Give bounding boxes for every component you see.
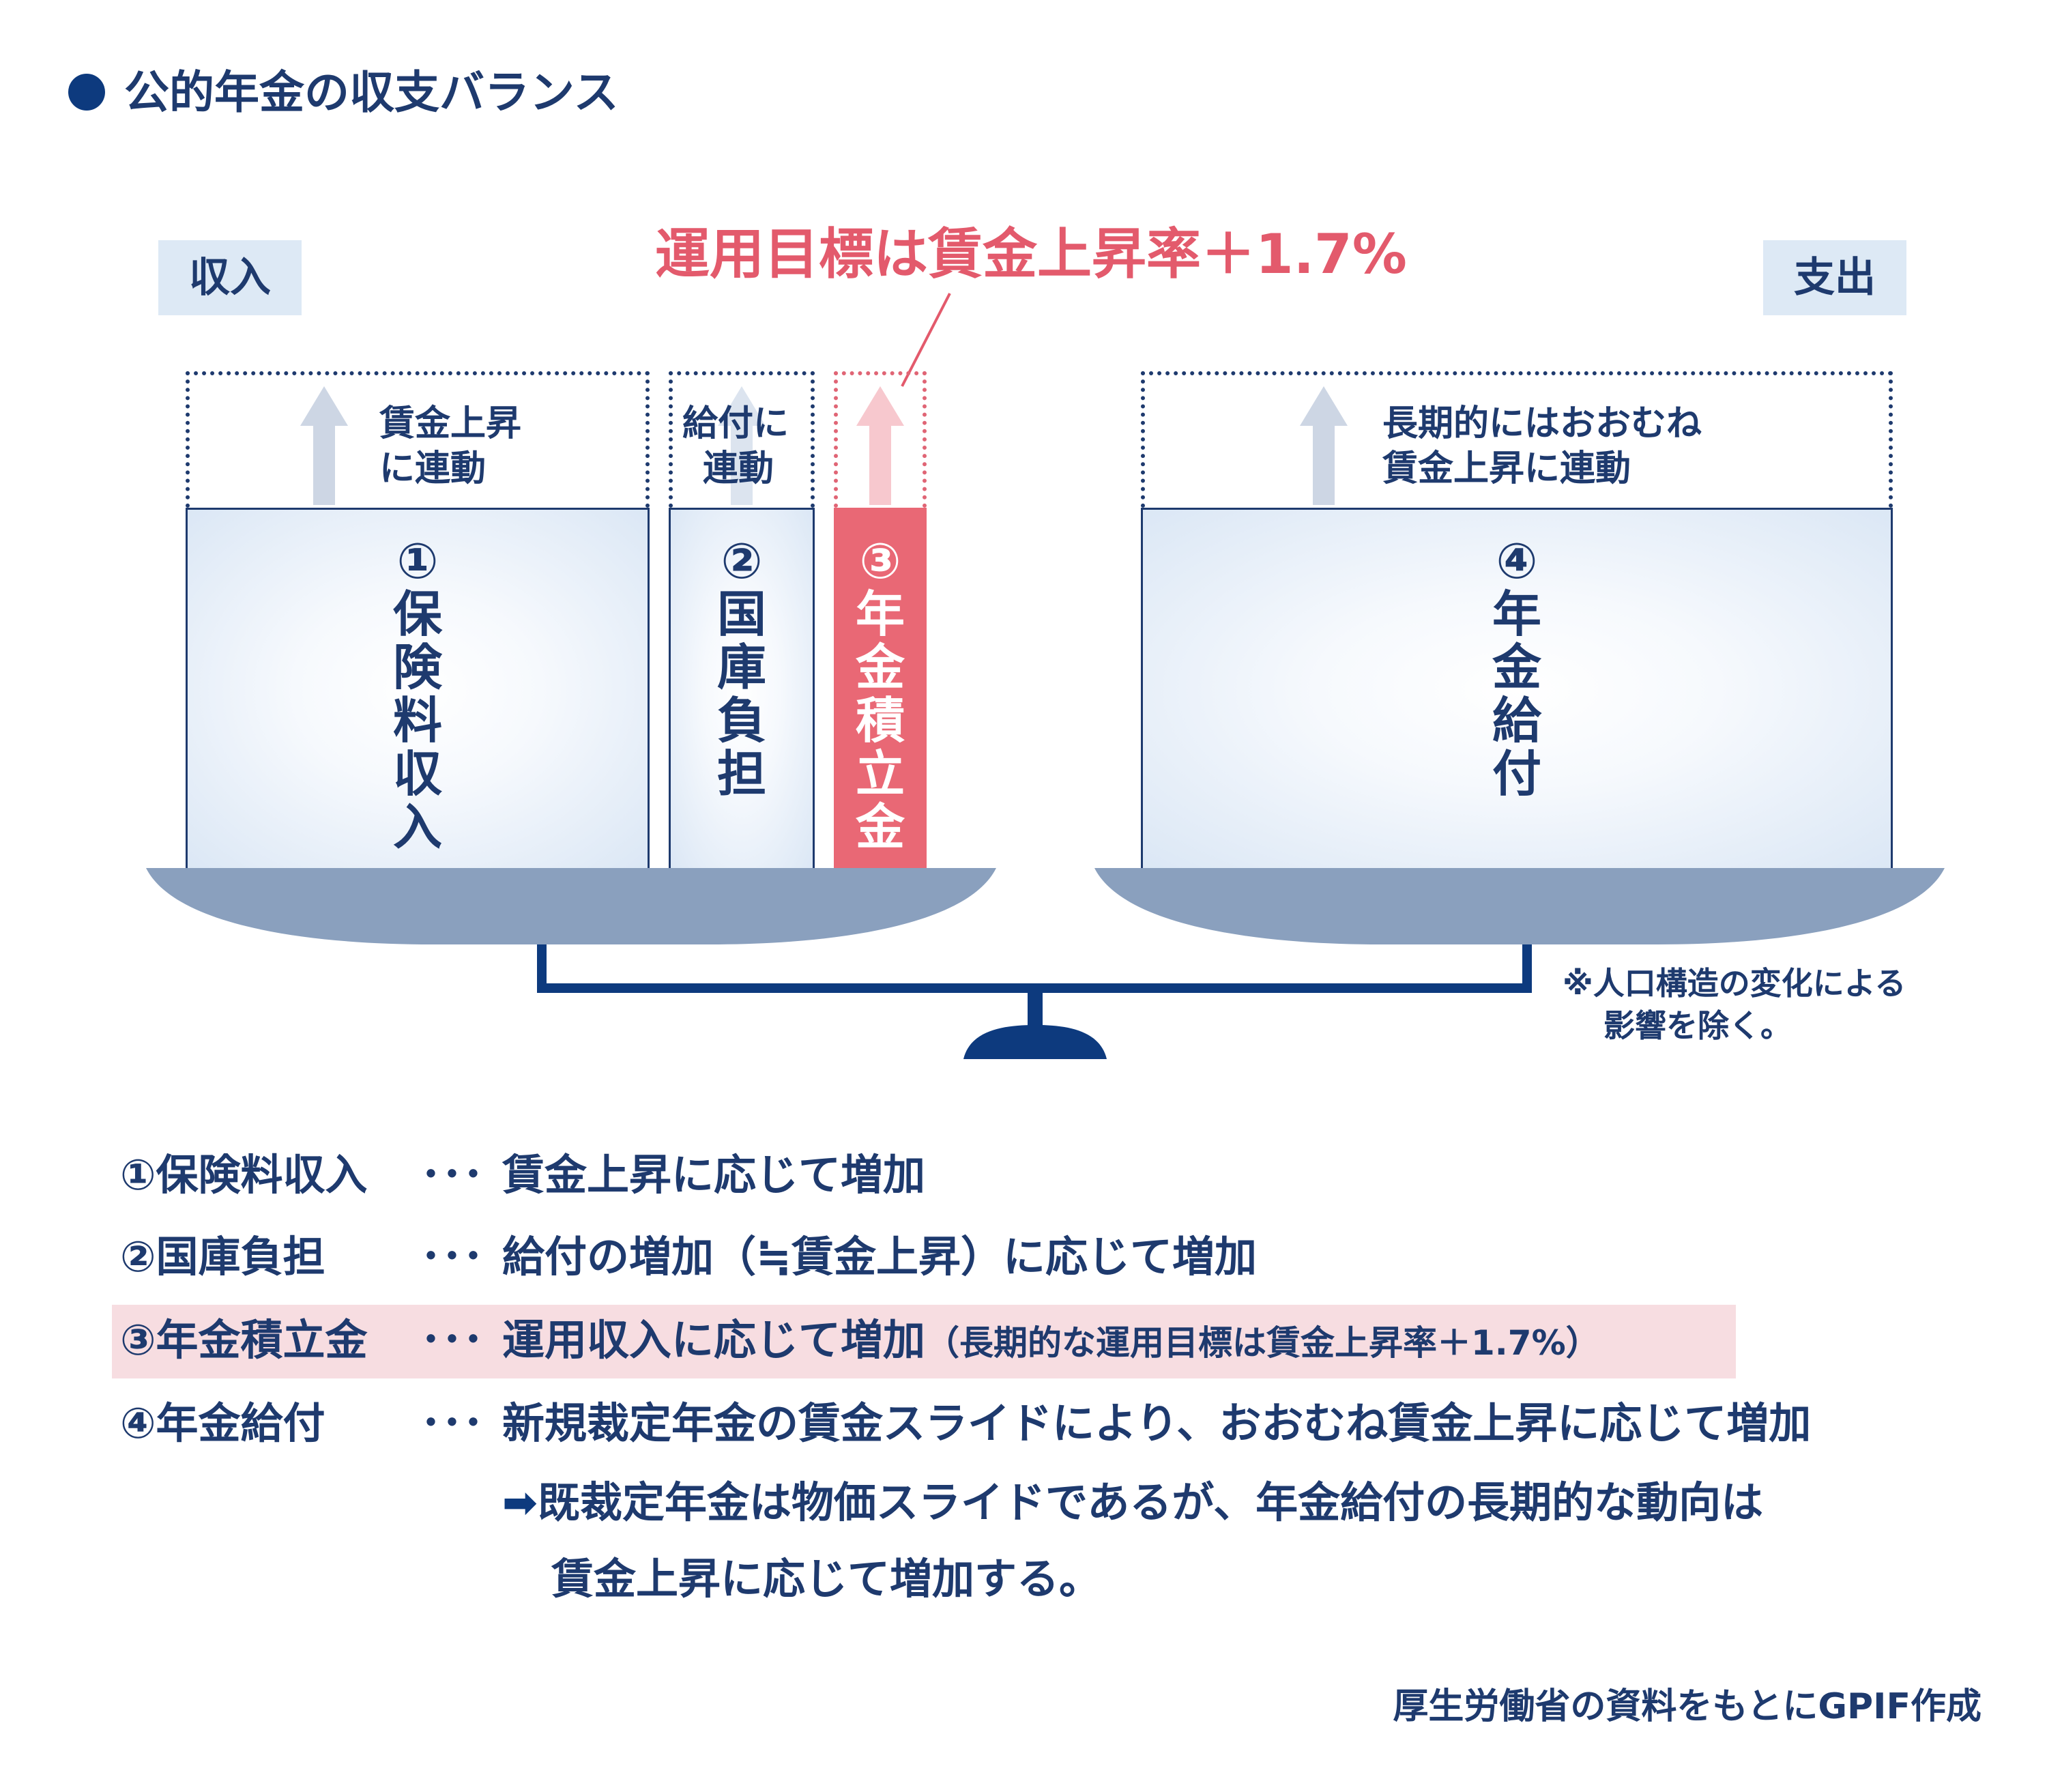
income-tag: 収入: [158, 240, 302, 315]
source-credit: 厚生労働省の資料をもとにGPIF作成: [1393, 1686, 1981, 1727]
legend-row: ③年金積立金･･･ 運用収入に応じて増加（長期的な運用目標は賃金上昇率＋1.7%…: [120, 1315, 1600, 1365]
up-arrow-icon: [1300, 386, 1348, 505]
subsidy-header-box: [669, 371, 815, 508]
premium-caption-line2: に連動: [379, 448, 487, 489]
footnote-line2: 影響を除く。: [1603, 1007, 1792, 1044]
followup-line1: ➡既裁定年金は物価スライドであるが、年金給付の長期的な動向は: [502, 1477, 1764, 1527]
legend-highlight: [112, 1305, 1736, 1378]
premium-header-box: [186, 371, 650, 508]
up-arrow-icon: [718, 386, 766, 505]
scale-base: [963, 1025, 1107, 1059]
subsidy-caption-line1: 給付に: [682, 403, 789, 444]
page-title: 公的年金の収支バランス: [124, 66, 619, 119]
right-scale-pan: [1094, 868, 1945, 944]
followup-line2: 賃金上昇に応じて増加する。: [551, 1554, 1102, 1604]
premium-caption-line1: 賃金上昇: [379, 403, 522, 444]
scale-beam: [537, 944, 1532, 993]
return-target-callout: 運用目標は賃金上昇率＋1.7%: [655, 222, 1407, 286]
subsidy-caption-line2: 連動: [703, 448, 774, 489]
legend-row: ②国庫負担･･･給付の増加（≒賃金上昇）に応じて増加: [120, 1232, 1257, 1282]
benefit-caption-line1: 長期的にはおおむね: [1382, 403, 1702, 444]
left-scale-pan: [146, 868, 996, 944]
expense-tag: 支出: [1763, 240, 1906, 315]
footnote-line1: ※人口構造の変化による: [1563, 965, 1906, 1002]
right-arrow-icon: ➡: [502, 1477, 538, 1527]
reserve-header-box: [834, 371, 927, 508]
legend-row: ①保険料収入･･･賃金上昇に応じて増加: [120, 1150, 926, 1200]
benefit-header-box: [1141, 371, 1893, 508]
up-arrow-icon: [300, 386, 348, 505]
title-bullet-icon: [68, 74, 105, 111]
benefit-caption-line2: 賃金上昇に連動: [1382, 448, 1631, 489]
legend-row: ④年金給付･･･新規裁定年金の賃金スライドにより、おおむね賃金上昇に応じて増加: [120, 1398, 1812, 1448]
up-arrow-icon: [856, 386, 904, 505]
